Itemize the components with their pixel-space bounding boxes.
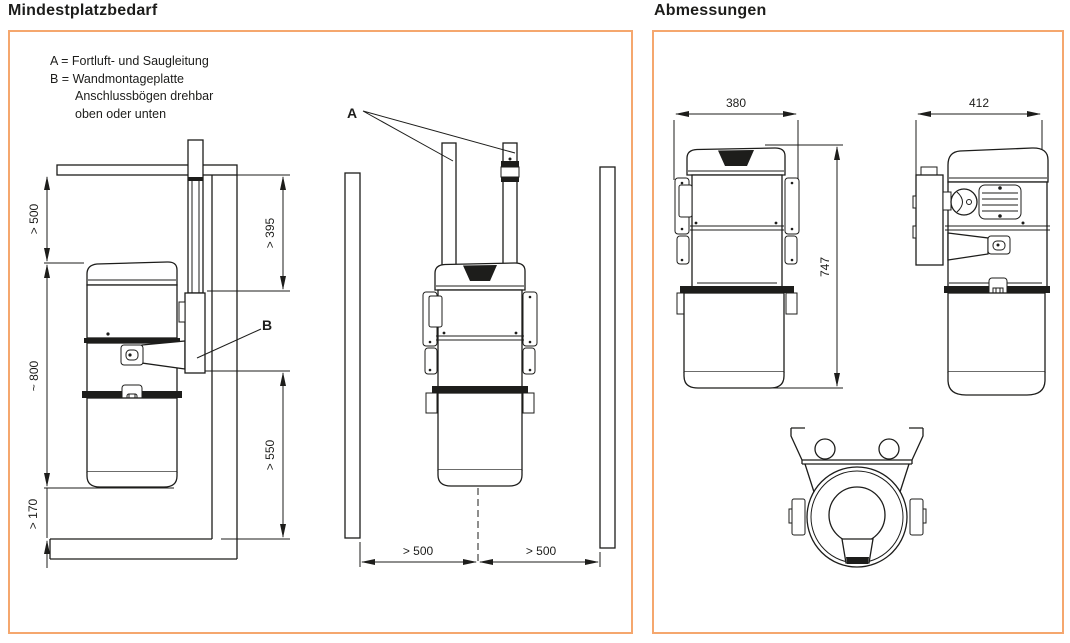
unit-side-view: [912, 147, 1050, 396]
dust-container-front: [437, 392, 523, 471]
dim-plate-to-floor: > 550: [263, 439, 277, 470]
unit-bottom-view: [788, 427, 927, 568]
ceiling-slab: [56, 164, 238, 176]
dim-side-left: > 500: [403, 544, 434, 558]
min-space-drawing: B > 500 ~ 800 > 170 > 395 > 550: [26, 105, 616, 568]
dimensions-panel: 380 747: [652, 30, 1064, 634]
vacuum-unit-front-view: [422, 262, 538, 487]
power-switch: [428, 295, 443, 328]
dim-ceiling-to-plate: > 395: [263, 217, 277, 248]
dim-unit-zone: ~ 800: [27, 360, 41, 391]
wall-lines: [211, 175, 238, 559]
latch-upper: [120, 344, 144, 366]
dim-unit-to-floor: > 170: [26, 498, 40, 529]
clamp-left: [425, 392, 438, 414]
unit-front-view: [674, 147, 800, 389]
floor-slab: [49, 538, 237, 560]
pipes-front: [441, 142, 520, 267]
dim-total-height: 747: [765, 144, 843, 389]
dim-ceiling-to-unit: > 500: [27, 203, 41, 234]
exhaust-pipe: [441, 142, 457, 267]
inlet-port: [950, 188, 978, 216]
clamp-right: [522, 392, 535, 414]
dim-front-width: 380: [673, 96, 799, 180]
right-panel-title: Abmessungen: [654, 2, 767, 19]
dimensions-front-view: > 500 > 500: [359, 542, 601, 567]
dim-side-depth: 412: [915, 96, 1043, 180]
wall-mount-plate: [178, 292, 206, 374]
funnel-side: [947, 232, 989, 261]
mount-plate-side: [915, 174, 944, 266]
dim-side-right: > 500: [526, 544, 557, 558]
exhaust-grille: [978, 184, 1022, 220]
callout-a: A: [347, 105, 516, 162]
mount-rail-right: [522, 291, 538, 347]
dim-total-height-label: 747: [818, 257, 832, 277]
legend-line-b: B = Wandmontageplatte: [50, 71, 184, 86]
vacuum-unit-side-view: [82, 261, 186, 488]
inlet-grille-dark: [463, 265, 497, 281]
legend-line-note1: Anschlussbögen drehbar: [75, 89, 214, 103]
legend-line-a: A = Fortluft- und Saugleitung: [50, 54, 209, 68]
pipe-port-right: [878, 438, 900, 460]
label-b: B: [262, 317, 272, 333]
left-panel-title: Mindestplatzbedarf: [8, 2, 158, 19]
dimensions-drawing: 380 747: [673, 96, 1050, 568]
callout-b: B: [196, 317, 272, 359]
wall-bars-front: [344, 166, 616, 549]
legend: A = Fortluft- und Saugleitung B = Wandmo…: [50, 53, 213, 123]
dust-container: [86, 397, 178, 473]
dim-side-depth-label: 412: [969, 96, 989, 110]
room-section: [49, 164, 238, 560]
pipe-port-left: [814, 438, 836, 460]
min-space-panel: A = Fortluft- und Saugleitung B = Wandmo…: [8, 30, 633, 634]
dim-front-width-label: 380: [726, 96, 746, 110]
suction-pipe-side: [187, 139, 204, 294]
suction-opening: [828, 486, 886, 544]
legend-line-note2: oben oder unten: [75, 106, 167, 121]
label-a: A: [347, 105, 357, 121]
dimensions-side-view: > 500 ~ 800 > 170 > 395 > 550: [26, 174, 290, 568]
